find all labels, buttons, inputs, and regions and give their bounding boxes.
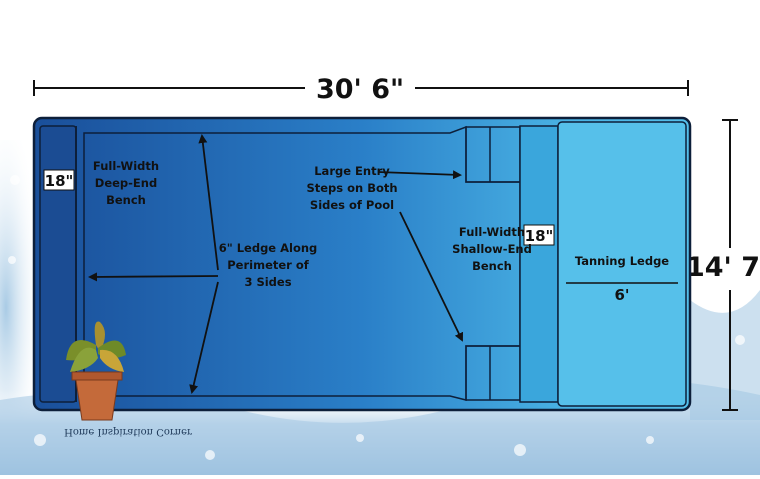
length-dimension-label: 30' 6" <box>316 74 404 105</box>
ledge-along-label-line-3: 3 Sides <box>244 275 291 289</box>
steps-arrow-bottom <box>399 211 463 342</box>
shallow-bench-label-line-1: Full-Width <box>459 225 525 239</box>
entry-steps-label-line-2: Steps on Both <box>306 181 397 195</box>
shallow-end-bench <box>519 125 559 403</box>
entry-steps-label-line-1: Large Entry <box>314 164 390 178</box>
ledge-arrow-bottom <box>189 281 219 394</box>
tanning-ledge-width-label: 6' <box>614 286 629 304</box>
deep-bench-label-line-3: Bench <box>106 193 146 207</box>
steps-arrow-top <box>377 170 462 180</box>
tanning-ledge-label: Tanning Ledge <box>575 254 669 268</box>
shallow-bench-label-line-2: Shallow-End <box>452 242 532 256</box>
entry-steps-label: Large Entry Steps on Both Sides of Pool <box>306 164 397 212</box>
deep-end-bench <box>39 125 77 403</box>
shallow-bench-width-tag: 18" <box>523 224 555 246</box>
shallow-bench-width-label: 18" <box>525 227 554 245</box>
width-dimension-label: 14' 7" <box>686 252 760 283</box>
entry-steps-label-line-3: Sides of Pool <box>310 198 394 212</box>
deep-bench-width-label: 18" <box>45 172 74 190</box>
deep-bench-label-line-1: Full-Width <box>93 159 159 173</box>
ledge-along-label-line-1: 6" Ledge Along <box>219 241 318 255</box>
credit-text: Home Inspiration Corner <box>64 426 192 437</box>
deep-bench-width-tag: 18" <box>43 169 75 191</box>
ledge-arrow-top <box>198 134 219 271</box>
ledge-along-label-line-2: Perimeter of <box>227 258 309 272</box>
ledge-arrow-left <box>88 272 219 282</box>
shallow-bench-label-line-3: Bench <box>472 259 512 273</box>
deep-bench-label-line-2: Deep-End <box>95 176 157 190</box>
tanning-ledge <box>557 121 687 407</box>
potted-plant-icon <box>66 321 126 421</box>
shallow-bench-label: Full-Width Shallow-End Bench <box>452 225 532 273</box>
ledge-along-label: 6" Ledge Along Perimeter of 3 Sides <box>219 241 318 289</box>
deep-bench-label: Full-Width Deep-End Bench <box>93 159 159 207</box>
